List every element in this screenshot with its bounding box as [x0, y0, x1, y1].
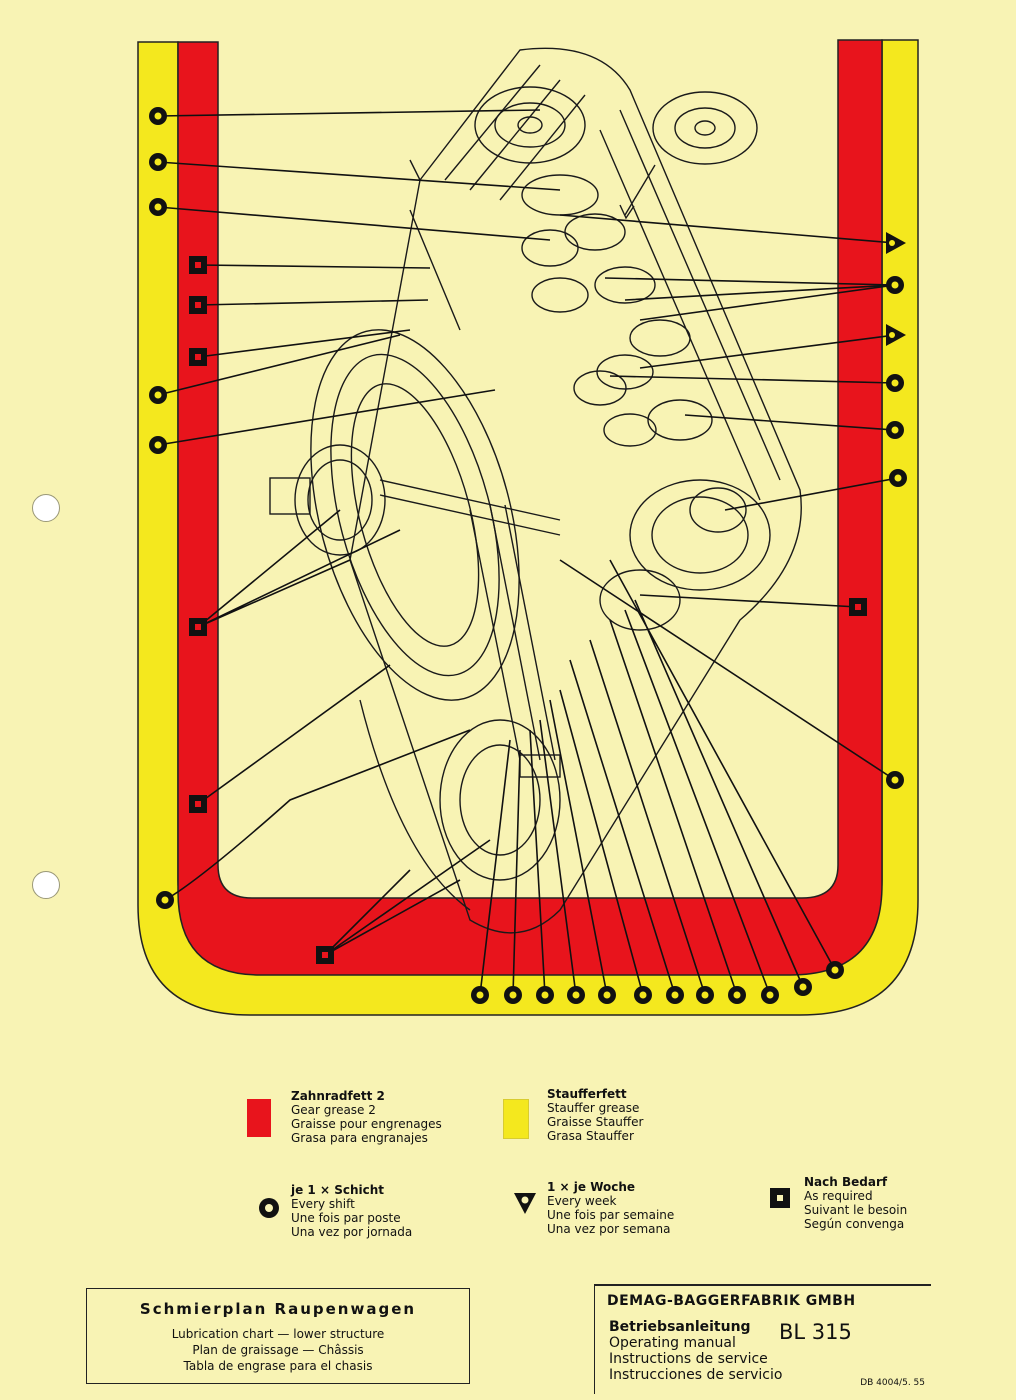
lubrication-diagram	[137, 39, 919, 1016]
company-block: DEMAG-BAGGERFABRIK GMBH Betriebsanleitun…	[594, 1284, 931, 1394]
manual-line: Operating manual	[609, 1335, 736, 1351]
circle-dot-icon	[149, 153, 167, 171]
company-name: DEMAG-BAGGERFABRIK GMBH	[607, 1293, 856, 1309]
every-shift-points	[149, 107, 907, 1004]
legend-line: Graisse pour engrenages	[291, 1117, 442, 1131]
title-line: Plan de graissage — Châssis	[192, 1343, 364, 1357]
circle-dot-icon	[886, 374, 904, 392]
every-week-points	[886, 232, 906, 346]
legend-as-required: Nach Bedarf As required Suivant le besoi…	[804, 1175, 907, 1231]
legend-title: Nach Bedarf	[804, 1175, 888, 1189]
circle-dot-icon	[149, 436, 167, 454]
circle-dot-icon	[634, 986, 652, 1004]
title-block: Schmierplan Raupenwagen Lubrication char…	[86, 1288, 470, 1384]
circle-dot-icon	[889, 469, 907, 487]
model-number: BL 315	[779, 1320, 852, 1344]
legend-line: Según convenga	[804, 1217, 905, 1231]
circle-dot-icon	[886, 771, 904, 789]
circle-dot-icon	[536, 986, 554, 1004]
legend-every-shift: je 1 × Schicht Every shift Une fois par …	[291, 1183, 412, 1239]
legend-line: Une fois par poste	[291, 1211, 401, 1225]
legend-line: Una vez por semana	[547, 1222, 671, 1236]
circle-dot-icon	[259, 1198, 279, 1218]
circle-dot-icon	[826, 961, 844, 979]
as-required-points	[189, 256, 867, 964]
triangle-dot-icon	[886, 324, 906, 346]
legend-line: Stauffer grease	[547, 1101, 640, 1115]
circle-dot-icon	[761, 986, 779, 1004]
circle-dot-icon	[149, 198, 167, 216]
circle-dot-icon	[504, 986, 522, 1004]
gear-grease-band	[177, 39, 883, 976]
gear-grease-swatch	[247, 1099, 271, 1137]
circle-dot-icon	[886, 276, 904, 294]
chart-title: Schmierplan Raupenwagen	[139, 1300, 417, 1318]
stauffer-grease-swatch	[503, 1099, 529, 1139]
legend-line: Una vez por jornada	[291, 1225, 413, 1239]
title-line: Tabla de engrase para el chasis	[183, 1359, 373, 1373]
triangle-dot-icon	[886, 232, 906, 254]
circle-dot-icon	[156, 891, 174, 909]
square-dot-icon	[316, 946, 334, 964]
legend-title: Staufferfett	[547, 1087, 627, 1101]
legend-line: Une fois par semaine	[547, 1208, 675, 1222]
legend-line: Grasa para engranajes	[291, 1131, 428, 1145]
legend-line: Gear grease 2	[291, 1103, 376, 1117]
legend-title: je 1 × Schicht	[291, 1183, 384, 1197]
circle-dot-icon	[794, 978, 812, 996]
square-dot-icon	[189, 348, 207, 366]
leader-lines	[157, 109, 899, 996]
circle-dot-icon	[886, 421, 904, 439]
legend-gear-grease: Zahnradfett 2 Gear grease 2 Graisse pour…	[291, 1089, 442, 1145]
triangle-dot-icon	[514, 1193, 536, 1214]
manual-line: Betriebsanleitung	[609, 1319, 751, 1335]
crawler-machine-drawing	[269, 47, 802, 934]
square-dot-icon	[189, 795, 207, 813]
legend-title: 1 × je Woche	[547, 1180, 636, 1194]
circle-dot-icon	[149, 107, 167, 125]
circle-dot-icon	[471, 986, 489, 1004]
square-dot-icon	[849, 598, 867, 616]
square-dot-icon	[770, 1188, 790, 1208]
legend-line: Grasa Stauffer	[547, 1129, 634, 1143]
legend-line: As required	[804, 1189, 873, 1203]
legend-line: Graisse Stauffer	[547, 1115, 644, 1129]
legend-every-week: 1 × je Woche Every week Une fois par sem…	[547, 1180, 674, 1236]
punch-hole	[32, 494, 60, 522]
circle-dot-icon	[567, 986, 585, 1004]
document-number: DB 4004/5. 55	[860, 1378, 925, 1388]
manual-line: Instrucciones de servicio	[609, 1367, 783, 1383]
manual-line: Instructions de service	[609, 1351, 768, 1367]
circle-dot-icon	[666, 986, 684, 1004]
legend-line: Every shift	[291, 1197, 355, 1211]
title-line: Lubrication chart — lower structure	[171, 1327, 385, 1341]
circle-dot-icon	[696, 986, 714, 1004]
circle-dot-icon	[598, 986, 616, 1004]
square-dot-icon	[189, 296, 207, 314]
punch-hole	[32, 871, 60, 899]
square-dot-icon	[189, 618, 207, 636]
legend-line: Every week	[547, 1194, 617, 1208]
square-dot-icon	[189, 256, 207, 274]
circle-dot-icon	[728, 986, 746, 1004]
circle-dot-icon	[149, 386, 167, 404]
legend-line: Suivant le besoin	[804, 1203, 908, 1217]
manual-lines: Betriebsanleitung Operating manual Instr…	[609, 1319, 782, 1383]
legend-title: Zahnradfett 2	[291, 1089, 385, 1103]
legend-stauffer-grease: Staufferfett Stauffer grease Graisse Sta…	[547, 1087, 644, 1143]
